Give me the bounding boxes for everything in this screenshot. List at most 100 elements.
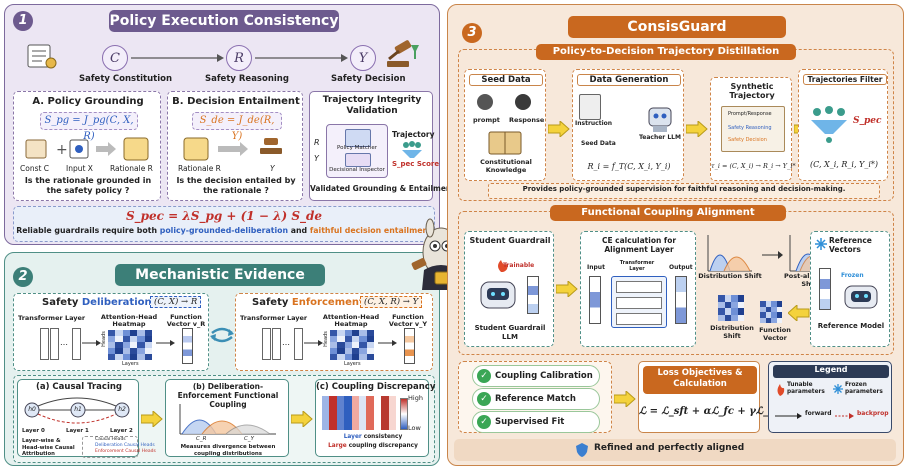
loss-formula: ℒ = ℒ_sft + αℒ_fc + γℒ_ref [639,406,785,417]
heatmap-cell [381,396,389,403]
heatmap-cell [771,306,777,312]
heatmap-cell [330,348,338,354]
coupling-axis-cy: C_Y [244,436,254,442]
heatmap-cell [322,409,330,417]
heatmap-cell [351,402,359,410]
seed-item-response: Response [509,116,545,124]
panel-title: Policy Execution Consistency [109,10,339,32]
axis-heads: Heads [100,331,107,347]
heatmap-cell [137,348,145,354]
transformer-layer-block [40,328,49,360]
pec-summary-blue: policy-grounded-deliberation [159,226,289,235]
distribution-shift-plot [707,235,752,272]
heatmap-cell [776,301,782,307]
heatmap-cell [115,336,123,342]
heatmap-cell [388,396,396,403]
integrity-side-y: Y [314,154,319,163]
transformer-layer-block [262,328,271,360]
grounding-label-input: Input X [66,164,93,173]
heatmap-cell [144,330,152,336]
backprop-arrow-icon [835,413,854,419]
transformer-layer-block [50,328,59,360]
block-arrow-icon [686,121,708,137]
heatmap-cell [144,336,152,342]
policy-matcher-icon [345,129,371,147]
heatmap-cell [366,330,374,336]
heatmap-cell [144,348,152,354]
enforcement-formula: (C, X, R) → Y [360,296,423,308]
heatmap-cell [330,336,338,342]
causal-node-0: h0 [28,406,36,413]
heatmap-cell [731,308,738,315]
heatmap-cell [108,354,116,360]
block-arrow-icon [614,391,636,407]
heatmap-cell [322,423,330,430]
function-vector [182,328,193,364]
coupling-distribution-plot [179,404,276,435]
panel-number-badge: 1 [13,11,33,31]
loss-header: Loss Objectives & Calculation [643,366,757,394]
robot-icon [844,285,878,309]
heatmap-cell [108,330,116,336]
synthetic-formula: τ_i = (C, X_i) → R_i → Y_i* [711,162,796,170]
objective-supervised: ✓Supervised Fit [472,411,600,433]
heatmap-cell [130,354,138,360]
arrow-icon [255,54,348,62]
swap-arrows-icon [210,327,234,343]
generation-box: Data Generation Instruction Seed Data Te… [572,69,684,181]
synthetic-title: Synthetic Trajectory [729,82,775,100]
deliberation-prefix: Safety [42,297,79,308]
heatmap-cell [337,354,345,360]
heatmap-cell [337,348,345,354]
teacher-robot-icon [648,107,672,132]
heatmap-cell [366,342,374,348]
checkmark-icon: ✓ [477,369,491,383]
grounding-label-rationale: Rationale R [110,164,153,173]
heatmap-cell [388,423,396,430]
transformer-layer-block [294,328,303,360]
causal-caption: Layer-wise & Head-wise Causal Attributio… [22,438,75,457]
ce-sublayer [616,297,662,309]
arrow-icon [378,340,397,346]
student-caption: Student Guardrail LLM [474,324,546,341]
node-reasoning: R [226,45,252,71]
arrow-icon [762,251,783,259]
heatmap-cell [737,295,744,302]
footer-bar: Refined and perfectly aligned [454,439,896,461]
student-title: Student Guardrail [469,236,551,245]
heatmap-cell [724,301,731,308]
causal-layer-1: Layer 1 [66,428,89,434]
heatmap-cell [115,354,123,360]
scale-icon [27,44,57,69]
panel-title: Mechanistic Evidence [115,264,325,286]
heatmap-cell [344,342,352,348]
heatmap-cell [388,409,396,417]
legend-box: Legend Tunable parameters Frozen paramet… [768,361,892,433]
heatmap-cell [336,416,345,424]
gavel-icon [387,40,419,67]
heatmap-cell [337,342,345,348]
shield-icon [576,443,588,457]
block-arrow-icon [788,305,810,321]
pec-summary-orange: faithful decision entailment [309,226,432,235]
heatmap-cell [771,312,777,318]
heatmap-cell [337,336,345,342]
filter-icon [811,106,847,143]
ce-label-output: Output [669,264,693,271]
objective-coupling: ✓Coupling Calibration [472,365,600,387]
causal-tracing-box: (a) Causal Tracing h0 h1 h2 Layer 0 Laye… [17,379,156,458]
deliberation-box: Safety Deliberation (C, X) → R Transform… [13,293,209,371]
causal-legend: Causal Heads Deliberation Causal Heads E… [82,436,156,458]
reference-frozen: Frozen [841,272,864,279]
discrepancy-line1-rest: consistency [363,434,403,440]
decision-entailment-box: B. Decision Entailment S_de = J_de(R, Y)… [167,91,303,201]
grounding-title: A. Policy Grounding [32,96,144,107]
heatmap-cell [366,348,374,354]
ce-sublayer [616,313,662,325]
heatmap-cell [122,348,130,354]
shift-label-0: Distribution Shift [698,272,762,280]
legend-frozen: Frozen parameters [845,382,883,395]
heatmap-cell [322,396,330,403]
heatmap-cell [336,423,345,430]
synthetic-item-2: Safety Decision [728,137,767,143]
